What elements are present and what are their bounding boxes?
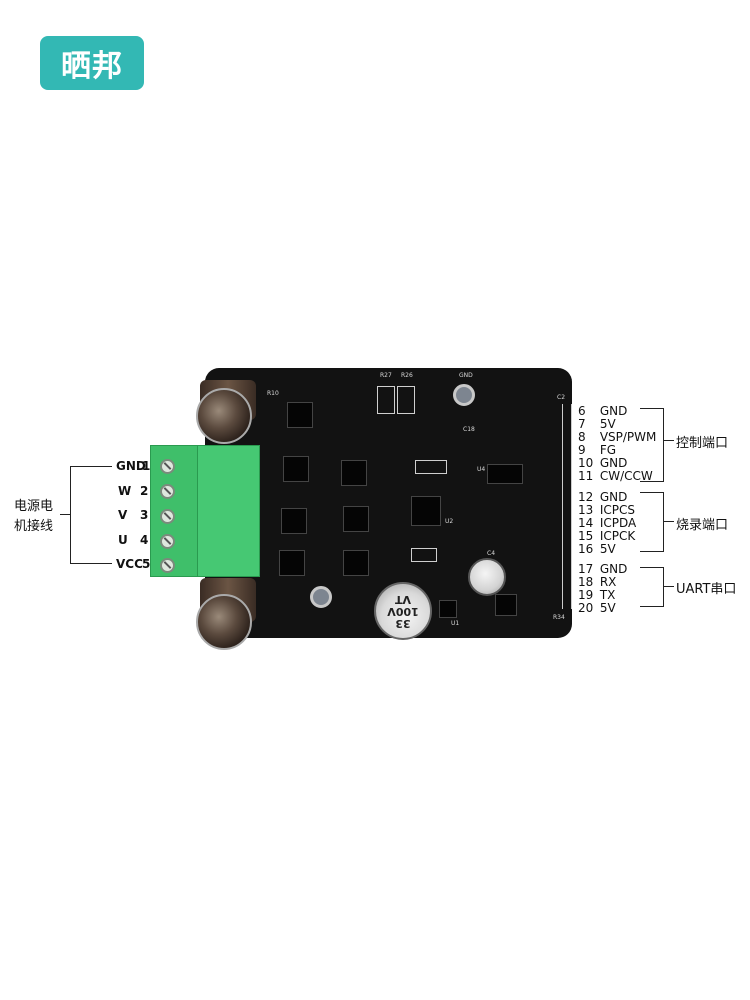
silk-label: C4 [487, 550, 496, 557]
terminal-screw-2 [160, 484, 175, 499]
pin-row: 13 ICPCS [578, 503, 635, 517]
mosfet-chip [343, 550, 369, 576]
terminal-num-3: 3 [140, 508, 149, 522]
pin-row: 6 GND [578, 404, 628, 418]
pin-row: 11 CW/CCW [578, 469, 653, 483]
silk-label: U2 [445, 518, 454, 525]
silk-label: U4 [477, 466, 486, 473]
terminal-screw-3 [160, 509, 175, 524]
pin-row: 16 5V [578, 542, 616, 556]
bulk-capacitor: 33 100V VT [374, 582, 432, 640]
terminal-name-5: VCC [116, 557, 143, 571]
silk-label: R26 [401, 372, 413, 379]
pin-row: 15 ICPCK [578, 529, 636, 543]
silk-label: R27 [380, 372, 392, 379]
regulator-ic [439, 600, 457, 618]
terminal-num-1: 1 [142, 459, 151, 473]
silk-label: C2 [557, 394, 566, 401]
terminal-num-4: 4 [140, 533, 149, 547]
pin-row: 18 RX [578, 575, 617, 589]
terminal-name-1: GND [116, 459, 146, 473]
terminal-name-2: W [118, 484, 132, 498]
pin-header-strip [562, 404, 572, 609]
terminal-front [150, 445, 198, 577]
cap-value: 33 [395, 617, 411, 630]
control-port-bracket [640, 408, 664, 482]
bracket-tick [70, 466, 112, 467]
small-capacitor [468, 558, 506, 596]
bracket-tick [664, 521, 674, 522]
pin-row: 17 GND [578, 562, 628, 576]
electrolytic-capacitor-top [196, 594, 252, 650]
motor-bracket [70, 466, 84, 564]
terminal-screw-5 [160, 558, 175, 573]
cap-mark: VT [394, 593, 412, 606]
mosfet-chip [283, 456, 309, 482]
cap-voltage: 100V [387, 605, 419, 618]
electrolytic-capacitor-top [196, 388, 252, 444]
mosfet-chip [341, 460, 367, 486]
pin-row: 7 5V [578, 417, 616, 431]
bracket-tick [70, 563, 112, 564]
mosfet-chip [287, 402, 313, 428]
motor-wiring-label: 电源电 机接线 [14, 497, 64, 537]
pin-row: 9 FG [578, 443, 617, 457]
motor-terminal-block [150, 445, 263, 577]
pin-row: 12 GND [578, 490, 628, 504]
control-port-label: 控制端口 [676, 436, 729, 451]
inductor [495, 594, 517, 616]
silk-diode-box [415, 460, 447, 474]
terminal-num-2: 2 [140, 484, 149, 498]
bracket-tick [664, 586, 674, 587]
brand-badge: 晒邦 [40, 36, 144, 90]
brand-name: 晒邦 [61, 49, 123, 84]
motor-label-line2: 机接线 [14, 519, 54, 534]
terminal-screw-1 [160, 459, 175, 474]
uart-port-bracket [640, 567, 664, 607]
terminal-name-4: U [118, 533, 128, 547]
pin-row: 8 VSP/PWM [578, 430, 657, 444]
silk-label: C18 [463, 426, 475, 433]
pin-row: 14 ICPDA [578, 516, 637, 530]
program-port-label: 烧录端口 [676, 518, 729, 533]
terminal-housing [196, 445, 260, 577]
silk-resistor-box [397, 386, 415, 414]
driver-ic [487, 464, 523, 484]
terminal-screw-4 [160, 534, 175, 549]
silk-diode-box [411, 548, 437, 562]
program-port-bracket [640, 492, 664, 552]
terminal-num-5: 5 [142, 557, 151, 571]
silk-label: U1 [451, 620, 460, 627]
silk-label: R10 [267, 390, 279, 397]
silk-label: GND [459, 372, 473, 379]
mosfet-chip [279, 550, 305, 576]
bracket-tick [60, 514, 70, 515]
motor-label-line1: 电源电 [14, 499, 54, 514]
pin-row: 19 TX [578, 588, 616, 602]
bracket-tick [664, 440, 674, 441]
silk-resistor-box [377, 386, 395, 414]
terminal-name-3: V [118, 508, 128, 522]
mosfet-chip [343, 506, 369, 532]
mosfet-chip [281, 508, 307, 534]
uart-port-label: UART串口 [676, 582, 737, 597]
silk-label: R34 [553, 614, 565, 621]
pin-row: 10 GND [578, 456, 628, 470]
mcu-ic [411, 496, 441, 526]
mounting-hole-bottom [310, 586, 332, 608]
pin-row: 20 5V [578, 601, 616, 615]
mounting-hole-top [453, 384, 475, 406]
